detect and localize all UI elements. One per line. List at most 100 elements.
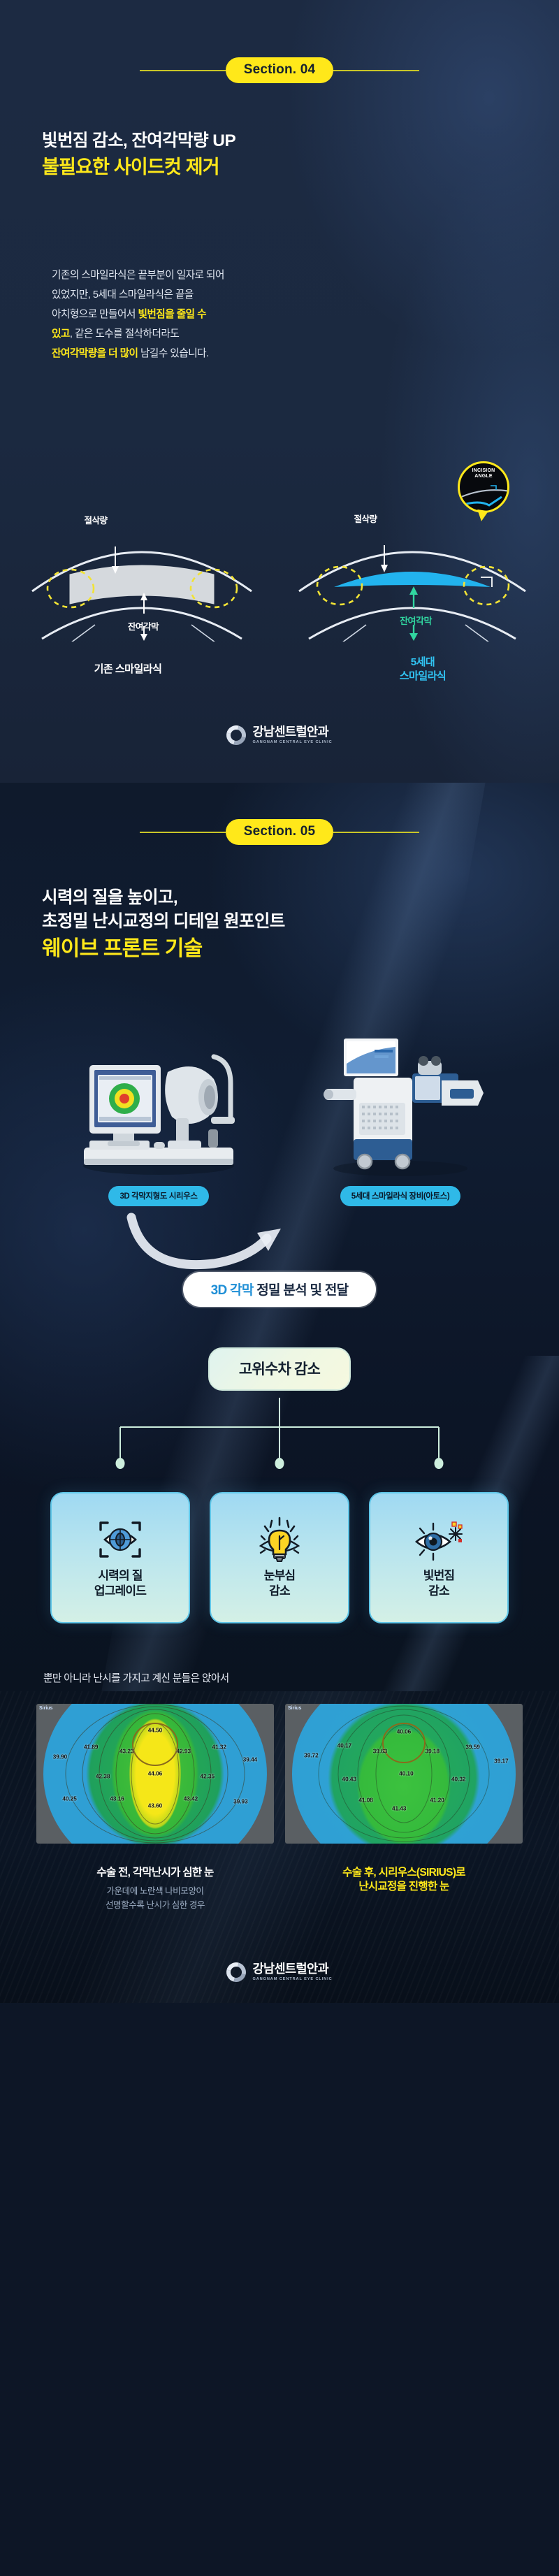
topo-value: 43.60 — [147, 1802, 163, 1809]
topo-value: 39.90 — [52, 1753, 68, 1760]
section-05: Section. 05 시력의 질을 높이고, 초정밀 난시교정의 디테일 원포… — [0, 783, 559, 1691]
feature-cards: 시력의 질 업그레이드 — [0, 1492, 559, 1623]
topography-caption-after: 수술 후, 시리우스(SIRIUS)로 난시교정을 진행한 눈 — [285, 1866, 523, 1912]
topo-value: 39.93 — [233, 1798, 248, 1805]
topo-corner-tag-after: Sirius — [288, 1706, 302, 1711]
topo-disc-before — [43, 1704, 267, 1844]
node-highlight-title: 고위수차 감소 — [208, 1347, 351, 1391]
section-04: Section. 04 빛번짐 감소, 잔여각막량 UP 불필요한 사이드컷 제… — [0, 0, 559, 783]
cornea-diagram-zone: 절삭량 잔여각막 기존 스마일라식 — [0, 461, 559, 734]
topo-rings-after — [318, 1705, 490, 1842]
badge-rule-left — [139, 69, 226, 71]
topo-value: 39.72 — [304, 1752, 319, 1759]
clinic-ring-icon-footer — [223, 1958, 250, 1986]
feature-card-halo-reduction[interactable]: 빛번짐 감소 — [369, 1492, 509, 1623]
topo-value: 40.17 — [337, 1742, 352, 1749]
topo-value: 40.25 — [62, 1795, 77, 1802]
topography-map-before: Sirius 44.50 41.89 43.23 42.93 — [36, 1704, 274, 1844]
topography-caption-before: 수술 전, 각막난시가 심한 눈 가운데에 노란색 나비모양이 선명할수록 난시… — [36, 1866, 274, 1912]
section-05-subheading-1: 시력의 질을 높이고, — [42, 888, 178, 907]
section-04-badge: Section. 04 — [225, 57, 334, 83]
clinic-name-ko: 강남센트럴안과 — [252, 724, 328, 739]
body-line-1: 기존의 스마일라식은 끝부분이 일자로 되어 — [52, 270, 224, 281]
section-05-badge: Section. 05 — [225, 819, 334, 845]
cornea-diagram-5th-gen — [298, 545, 526, 642]
equipment-item-sirius: 3D 각막지형도 시리우스 — [57, 1029, 260, 1206]
caption-sub-before: 가운데에 노란색 나비모양이 선명할수록 난시가 심한 경우 — [105, 1886, 205, 1910]
equipment-caption-atos: 5세대 스마일라식 장비(아토스) — [340, 1186, 461, 1206]
section-05-heading-block: 시력의 질을 높이고, 초정밀 난시교정의 디테일 원포인트 웨이브 프론트 기… — [42, 886, 285, 963]
topo-value: 42.35 — [200, 1773, 215, 1780]
equipment-item-atos: 5세대 스마일라식 장비(아토스) — [299, 1029, 502, 1206]
topo-value: 39.44 — [242, 1756, 258, 1763]
topo-value: 41.43 — [391, 1805, 407, 1812]
topo-value: 41.89 — [83, 1744, 99, 1751]
section-04-body: 기존의 스마일라식은 끝부분이 일자로 되어 있었지만, 5세대 스마일라식은 … — [52, 266, 499, 363]
clinic-logo-footer: 강남센트럴안과 GANGNAM CENTRAL EYE CLINIC — [0, 1958, 559, 1986]
feature-card-vision-quality[interactable]: 시력의 질 업그레이드 — [50, 1492, 190, 1623]
badge-rule-right-2 — [333, 831, 420, 833]
topo-value: 40.06 — [396, 1728, 412, 1735]
eye-target-icon — [94, 1517, 146, 1563]
tree-connector — [115, 1398, 444, 1469]
topo-value: 40.43 — [342, 1776, 357, 1783]
badge-rule-right — [333, 69, 420, 71]
section-05-heading: 웨이브 프론트 기술 — [42, 936, 203, 960]
topo-value: 42.38 — [95, 1773, 110, 1780]
feature-card-label-1: 시력의 질 업그레이드 — [94, 1569, 147, 1598]
atos-device-image — [313, 1029, 488, 1179]
topo-value: 43.42 — [183, 1795, 198, 1802]
eye-glare-icon — [413, 1517, 465, 1563]
feature-card-label-2: 눈부심 감소 — [263, 1569, 296, 1598]
badge-rule-left-2 — [139, 831, 226, 833]
feature-card-glare-reduction[interactable]: 눈부심 감소 — [210, 1492, 349, 1623]
clinic-logo-text: 강남센트럴안과 GANGNAM CENTRAL EYE CLINIC — [252, 724, 333, 745]
topo-value: 44.06 — [147, 1770, 163, 1777]
sirius-device-image — [71, 1029, 246, 1179]
curved-arrow-icon — [126, 1213, 281, 1270]
clinic-logo-section-04: 강남센트럴안과 GANGNAM CENTRAL EYE CLINIC — [0, 721, 559, 749]
topo-value: 44.50 — [147, 1727, 163, 1734]
clinic-name-ko-footer: 강남센트럴안과 — [252, 1961, 328, 1976]
label-residual-right: 잔여각막 — [400, 616, 432, 626]
topography-map-after: Sirius 40.06 40.17 39.63 39.18 39.59 — [285, 1704, 523, 1844]
caption-title-after: 수술 후, 시리우스(SIRIUS)로 난시교정을 진행한 눈 — [342, 1867, 465, 1893]
caption-5th-gen-line1: 5세대 — [410, 656, 435, 668]
section-05-outro: 뿐만 아니라 난시를 가지고 계신 분들은 앉아서 검사를 할 때와 수술을 위… — [43, 1669, 518, 1691]
topo-value: 43.23 — [119, 1748, 134, 1755]
cornea-diagram-conventional — [31, 547, 252, 642]
topo-value: 40.32 — [451, 1776, 466, 1783]
topo-value: 41.08 — [358, 1797, 373, 1804]
analysis-banner: 3D 각막 정밀 분석 및 전달 — [0, 1272, 559, 1307]
analysis-banner-accent: 3D 각막 — [210, 1283, 257, 1298]
topography-maps: Sirius 44.50 41.89 43.23 42.93 — [0, 1704, 559, 1844]
topo-value: 40.10 — [399, 1770, 414, 1777]
topo-corner-tag-before: Sirius — [39, 1706, 53, 1711]
analysis-banner-text: 3D 각막 정밀 분석 및 전달 — [182, 1272, 377, 1307]
caption-5th-gen: 5세대 스마일라식 — [367, 656, 479, 683]
body-line-2: 있었지만, 5세대 스마일라식은 끝을 — [52, 289, 194, 301]
topo-value: 39.63 — [372, 1748, 388, 1755]
topography-captions: 수술 전, 각막난시가 심한 눈 가운데에 노란색 나비모양이 선명할수록 난시… — [0, 1866, 559, 1912]
topo-value: 39.59 — [465, 1744, 480, 1751]
clinic-logo-text-footer: 강남센트럴안과 GANGNAM CENTRAL EYE CLINIC — [252, 1961, 332, 1981]
label-residual-left: 잔여각막 — [127, 622, 159, 632]
caption-5th-gen-line2: 스마일라식 — [399, 670, 447, 682]
badge-pointer-tail — [475, 509, 489, 523]
section-04-heading-block: 빛번짐 감소, 잔여각막량 UP 불필요한 사이드컷 제거 — [42, 129, 236, 180]
topo-disc-after — [292, 1704, 516, 1844]
landing-page: Section. 04 빛번짐 감소, 잔여각막량 UP 불필요한 사이드컷 제… — [0, 0, 559, 2003]
section-04-subheading: 빛번짐 감소, 잔여각막량 UP — [42, 131, 236, 150]
clinic-ring-icon — [223, 721, 250, 749]
lightbulb-eye-icon — [254, 1517, 305, 1563]
topo-value: 39.18 — [425, 1748, 440, 1755]
topo-rings-before — [65, 1704, 245, 1844]
feature-card-label-3: 빛번짐 감소 — [423, 1569, 455, 1598]
topo-value: 39.17 — [494, 1758, 509, 1765]
topo-value: 41.20 — [430, 1797, 444, 1804]
topo-value: 42.93 — [176, 1748, 191, 1755]
clinic-name-en: GANGNAM CENTRAL EYE CLINIC — [252, 740, 333, 745]
body-line-4: 있고, 같은 도수를 절삭하더라도 — [52, 328, 180, 340]
sirius-device-illustration — [83, 1054, 235, 1175]
incision-angle-illustration — [460, 485, 507, 507]
